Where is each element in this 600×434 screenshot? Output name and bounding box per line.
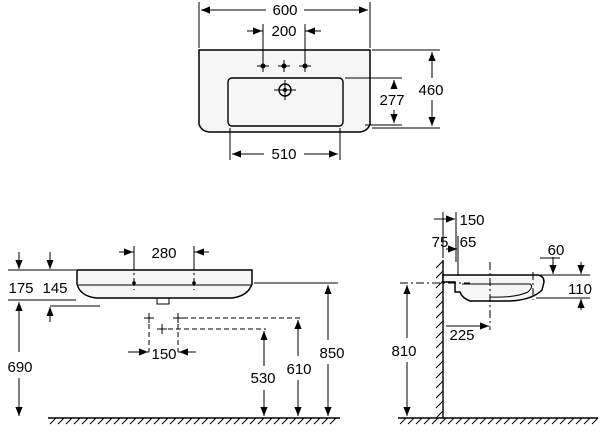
dim-200: 200 [271,23,296,40]
dim-600: 600 [272,2,297,19]
dim-460: 460 [418,82,443,99]
dim-810: 810 [391,343,416,360]
dim-510: 510 [271,146,296,163]
dim-60: 60 [548,242,565,259]
tap-holes-front [132,262,196,290]
tap-holes-top [257,60,311,72]
dim-850: 850 [319,345,344,362]
wall [435,260,444,419]
basin-front-outline [76,269,253,299]
front-view: 280 175 145 690 150 53 [7,245,345,425]
dim-280: 280 [151,245,176,262]
dim-145: 145 [42,280,67,297]
dim-175: 175 [8,280,33,297]
side-view: 150 75 65 60 110 225 810 [391,212,599,425]
basin-side-profile [442,274,545,302]
dim-110: 110 [568,281,592,298]
waste-connections [144,313,300,352]
floor-front [48,417,340,425]
floor-side [398,417,599,425]
dim-65: 65 [460,234,477,251]
dim-150-side: 150 [459,212,484,229]
dim-530: 530 [250,370,275,387]
dim-277: 277 [379,92,404,109]
top-view: 600 200 460 277 510 [198,2,444,163]
dim-150-front: 150 [151,346,176,363]
dim-225: 225 [449,327,474,344]
dim-610: 610 [286,361,311,378]
drain-top [274,80,296,100]
dim-75: 75 [432,234,449,251]
dim-690: 690 [7,359,32,376]
bowl-outline [227,77,344,127]
